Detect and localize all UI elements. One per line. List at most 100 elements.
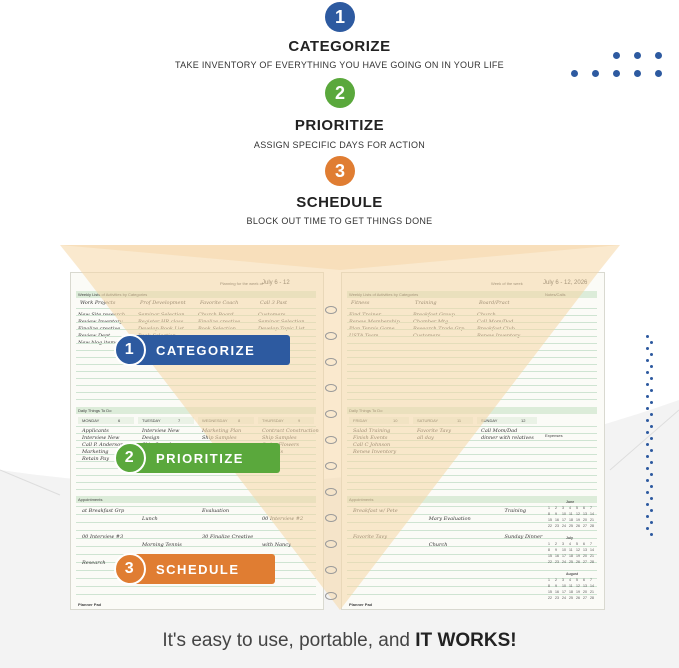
- dotted-line-dot: [650, 497, 653, 500]
- calendar-day: 24: [562, 524, 566, 528]
- calendar-day: 13: [583, 584, 587, 588]
- calendar-day: 5: [576, 578, 578, 582]
- ruled-line: [347, 454, 597, 455]
- day-number: 8: [238, 418, 241, 423]
- calendar-day: 26: [576, 560, 580, 564]
- dotted-line-dot: [650, 533, 653, 536]
- calendar-day: 1: [548, 542, 550, 546]
- tagline-text: It's easy to use, portable, and: [162, 630, 416, 651]
- category-heading: Fitness: [351, 300, 370, 306]
- calendar-day: 11: [569, 512, 573, 516]
- step-number: 3: [334, 160, 345, 181]
- appointment-item: Research: [82, 560, 106, 566]
- category-heading: Favorite Coach: [200, 300, 239, 306]
- ruled-line: [347, 357, 597, 358]
- step-number: 1: [334, 6, 345, 27]
- calendar-day: 19: [576, 554, 580, 558]
- step-2-badge: 2: [325, 78, 355, 108]
- binder-ring: [325, 540, 337, 548]
- day-name: MONDAY: [82, 418, 100, 423]
- step-3-subtitle: BLOCK OUT TIME TO GET THINGS DONE: [246, 216, 433, 226]
- ruled-line: [76, 371, 316, 372]
- binder-ring: [325, 436, 337, 444]
- ruled-line: [76, 322, 316, 323]
- calendar-day: 4: [569, 506, 571, 510]
- ruled-line: [76, 440, 316, 441]
- step-2-subtitle: ASSIGN SPECIFIC DAYS FOR ACTION: [253, 140, 426, 150]
- calendar-day: 15: [548, 554, 552, 558]
- calendar-day: 12: [576, 548, 580, 552]
- callout-number: 3: [114, 553, 146, 585]
- appointment-item: Mary Evaluation: [428, 516, 471, 522]
- ruled-line: [347, 364, 597, 365]
- calendar-day: 22: [548, 524, 552, 528]
- dotted-line-dot: [646, 431, 649, 434]
- calendar-day: 18: [569, 554, 573, 558]
- calendar-day: 17: [562, 554, 566, 558]
- dotted-line-dot: [646, 467, 649, 470]
- ruled-line: [347, 506, 597, 507]
- ruled-line: [347, 329, 597, 330]
- calendar-day: 7: [590, 542, 592, 546]
- week-range: July 6 - 12, 2026: [543, 280, 588, 286]
- ruled-line: [347, 308, 597, 309]
- ruled-line: [76, 315, 316, 316]
- week-range: July 6 - 12: [262, 280, 290, 286]
- dotted-line-dot: [650, 449, 653, 452]
- ruled-line: [76, 586, 316, 587]
- dotted-line-dot: [650, 401, 653, 404]
- calendar-day: 16: [555, 518, 559, 522]
- dotted-line-dot: [650, 473, 653, 476]
- ruled-line: [347, 562, 597, 563]
- section-lists-label: Weekly Lists of Activities by Categories: [78, 292, 148, 297]
- appointment-item: at Breakfast Grp: [82, 508, 125, 514]
- calendar-day: 6: [583, 506, 585, 510]
- appointment-item: Breakfast w/ Pete: [353, 508, 398, 514]
- calendar-day: 25: [569, 560, 573, 564]
- day-name: TUESDAY: [142, 418, 161, 423]
- ruled-line: [347, 315, 597, 316]
- ruled-line: [347, 378, 597, 379]
- dotted-line-dot: [650, 461, 653, 464]
- calendar-day: 3: [562, 542, 564, 546]
- ruled-line: [347, 433, 597, 434]
- appointments-band: [347, 496, 597, 503]
- binder-ring: [325, 384, 337, 392]
- calendar-day: 2: [555, 506, 557, 510]
- step-2-title: PRIORITIZE: [294, 117, 385, 134]
- calendar-day: 15: [548, 590, 552, 594]
- calendar-day: 19: [576, 590, 580, 594]
- dotted-line-dot: [650, 389, 653, 392]
- day-name: WEDNESDAY: [202, 418, 228, 423]
- step-3-badge: 3: [325, 156, 355, 186]
- calendar-day: 24: [562, 560, 566, 564]
- calendar-day: 23: [555, 596, 559, 600]
- ruled-line: [347, 482, 597, 483]
- ruled-line: [347, 399, 597, 400]
- category-heading: Call 3 Past: [260, 300, 288, 306]
- calendar-day: 5: [576, 542, 578, 546]
- day-name: THURSDAY: [262, 418, 284, 423]
- ruled-line: [347, 468, 597, 469]
- week-label: Planning for the week of: [220, 281, 263, 286]
- binder-ring: [325, 358, 337, 366]
- daily-band: [76, 407, 316, 414]
- calendar-day: 4: [569, 578, 571, 582]
- appointment-item: Evaluation: [202, 508, 230, 514]
- appointment-item: Sunday Dinner: [504, 534, 543, 540]
- dotted-line-dot: [646, 527, 649, 530]
- ruled-line: [76, 482, 316, 483]
- calendar-day: 19: [576, 518, 580, 522]
- dotted-line-dot: [650, 437, 653, 440]
- ruled-line: [347, 322, 597, 323]
- calendar-day: 18: [569, 590, 573, 594]
- calendar-day: 8: [548, 512, 550, 516]
- category-heading: Training: [415, 300, 437, 306]
- calendar-day: 26: [576, 524, 580, 528]
- calendar-day: 22: [548, 560, 552, 564]
- calendar-day: 23: [555, 524, 559, 528]
- binder-ring: [325, 332, 337, 340]
- calendar-day: 13: [583, 512, 587, 516]
- calendar-day: 17: [562, 590, 566, 594]
- dotted-line-dot: [650, 377, 653, 380]
